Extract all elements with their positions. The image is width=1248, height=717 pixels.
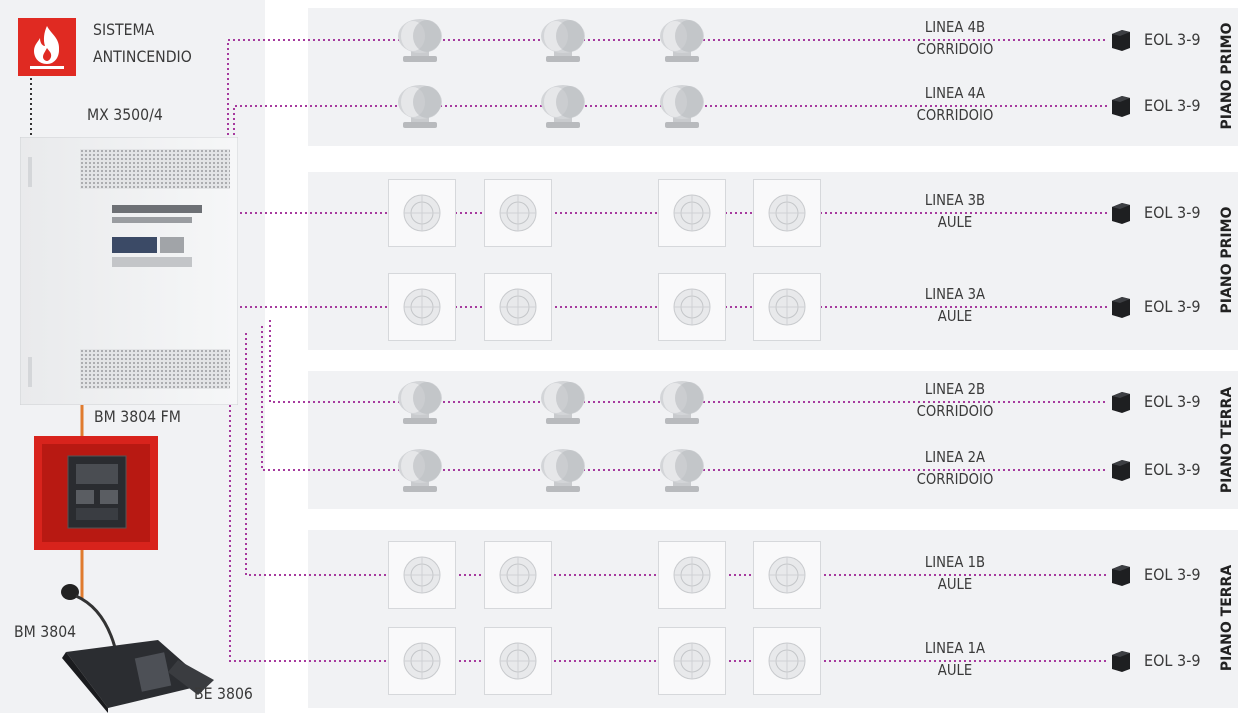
line-label: LINEA 4A CORRIDOIO xyxy=(885,82,1026,126)
projector-speaker-icon xyxy=(393,446,447,494)
eol-label: EOL 3-9 xyxy=(1144,30,1201,49)
microphone-console xyxy=(48,580,216,713)
fm-unit-label: BM 3804 FM xyxy=(94,407,181,426)
box-speaker-icon xyxy=(753,273,821,341)
line-name: LINEA 2A xyxy=(924,448,986,466)
floor-label: PIANO PRIMO xyxy=(1219,22,1235,130)
projector-speaker-icon xyxy=(655,378,709,426)
line-area: AULE xyxy=(937,213,973,231)
eol-label: EOL 3-9 xyxy=(1144,460,1201,479)
line-label: LINEA 4B CORRIDOIO xyxy=(885,16,1026,60)
box-speaker-icon xyxy=(484,179,552,247)
line-name: LINEA 4A xyxy=(924,84,986,102)
eol-terminator-icon xyxy=(1108,295,1132,319)
eol-terminator-icon xyxy=(1108,563,1132,587)
projector-speaker-icon xyxy=(655,16,709,64)
line-wire xyxy=(233,105,1108,195)
eol-terminator-icon xyxy=(1108,94,1132,118)
box-speaker-icon xyxy=(753,541,821,609)
line-area: AULE xyxy=(937,307,973,325)
projector-speaker-icon xyxy=(655,446,709,494)
line-label: LINEA 1A AULE xyxy=(885,637,1026,681)
box-speaker-icon xyxy=(484,273,552,341)
line-label: LINEA 2B CORRIDOIO xyxy=(885,378,1026,422)
line-name: LINEA 1B xyxy=(924,553,986,571)
fm-unit xyxy=(34,436,158,550)
eol-terminator-icon xyxy=(1108,201,1132,225)
floor-label: PIANO TERRA xyxy=(1219,564,1235,672)
box-speaker-icon xyxy=(388,273,456,341)
projector-speaker-icon xyxy=(536,378,590,426)
line-label: LINEA 3A AULE xyxy=(885,283,1026,327)
eol-label: EOL 3-9 xyxy=(1144,565,1201,584)
eol-label: EOL 3-9 xyxy=(1144,96,1201,115)
line-name: LINEA 3A xyxy=(924,285,986,303)
box-speaker-icon xyxy=(658,627,726,695)
projector-speaker-icon xyxy=(536,16,590,64)
eol-label: EOL 3-9 xyxy=(1144,203,1201,222)
box-speaker-icon xyxy=(484,627,552,695)
fire-system-label-1: SISTEMA xyxy=(93,20,155,39)
line-label: LINEA 2A CORRIDOIO xyxy=(885,446,1026,490)
line-name: LINEA 3B xyxy=(924,191,986,209)
eol-terminator-icon xyxy=(1108,390,1132,414)
line-area: CORRIDOIO xyxy=(916,40,994,58)
line-area: CORRIDOIO xyxy=(916,106,994,124)
fire-system-label-2: ANTINCENDIO xyxy=(93,47,192,66)
projector-speaker-icon xyxy=(393,16,447,64)
line-area: CORRIDOIO xyxy=(916,470,994,488)
line-area: CORRIDOIO xyxy=(916,402,994,420)
box-speaker-icon xyxy=(658,179,726,247)
microphone-label: BM 3804 xyxy=(14,622,77,641)
projector-speaker-icon xyxy=(393,378,447,426)
line-label: LINEA 3B AULE xyxy=(885,189,1026,233)
eol-label: EOL 3-9 xyxy=(1144,651,1201,670)
box-speaker-icon xyxy=(484,541,552,609)
box-speaker-icon xyxy=(388,541,456,609)
projector-speaker-icon xyxy=(393,82,447,130)
box-speaker-icon xyxy=(658,273,726,341)
eol-label: EOL 3-9 xyxy=(1144,392,1201,411)
extension-label: BE 3806 xyxy=(194,684,253,703)
main-unit-label: MX 3500/4 xyxy=(87,105,163,124)
box-speaker-icon xyxy=(658,541,726,609)
projector-speaker-icon xyxy=(655,82,709,130)
box-speaker-icon xyxy=(753,627,821,695)
eol-label: EOL 3-9 xyxy=(1144,297,1201,316)
eol-terminator-icon xyxy=(1108,28,1132,52)
line-name: LINEA 2B xyxy=(924,380,986,398)
line-wire xyxy=(269,320,1108,403)
line-name: LINEA 4B xyxy=(924,18,986,36)
group-panel-1 xyxy=(308,8,1238,146)
box-speaker-icon xyxy=(388,179,456,247)
line-area: AULE xyxy=(937,575,973,593)
eol-terminator-icon xyxy=(1108,458,1132,482)
projector-speaker-icon xyxy=(536,446,590,494)
eol-terminator-icon xyxy=(1108,649,1132,673)
fire-icon xyxy=(18,18,76,76)
box-speaker-icon xyxy=(388,627,456,695)
main-unit xyxy=(19,136,239,406)
line-label: LINEA 1B AULE xyxy=(885,551,1026,595)
floor-label: PIANO TERRA xyxy=(1219,386,1235,494)
line-area: AULE xyxy=(937,661,973,679)
box-speaker-icon xyxy=(753,179,821,247)
line-name: LINEA 1A xyxy=(924,639,986,657)
group-panel-3 xyxy=(308,371,1238,509)
floor-label: PIANO PRIMO xyxy=(1219,206,1235,314)
projector-speaker-icon xyxy=(536,82,590,130)
